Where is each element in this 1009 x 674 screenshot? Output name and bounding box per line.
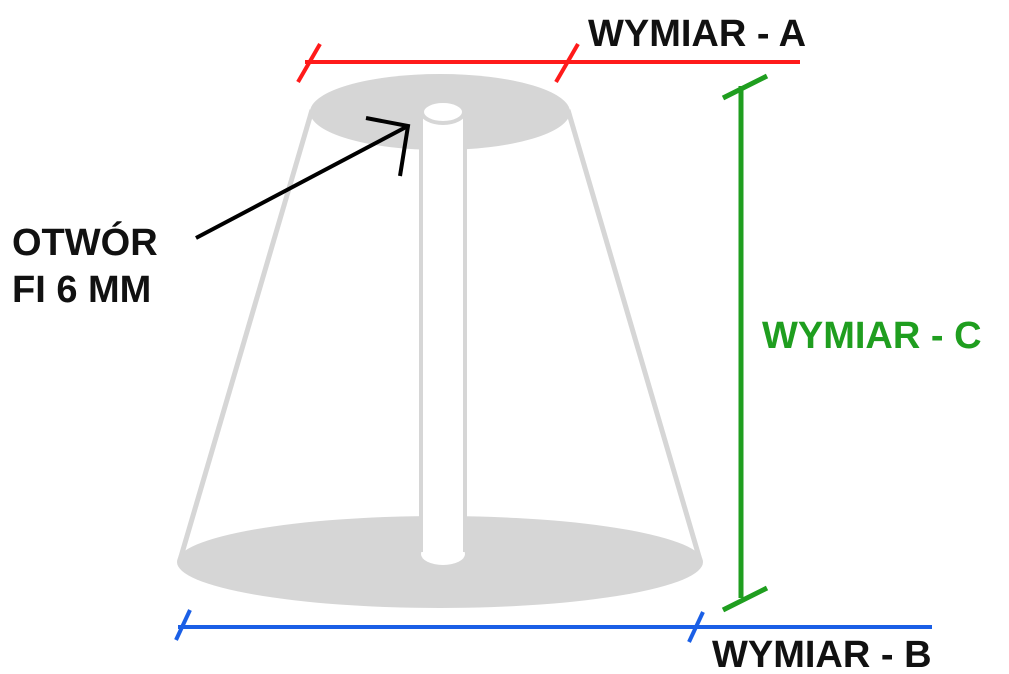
dimension-c-tick-bottom [721,585,769,613]
hole-arrow [195,116,411,240]
dimension-c-tick-top [721,73,769,101]
dimension-c-label: WYMIAR - C [762,315,982,357]
hole-label-line1: OTWÓR [12,220,158,264]
dimension-a-line [296,42,800,84]
lampshade-body [177,74,703,608]
lampshade-left-edge [177,109,315,561]
center-tube [419,99,467,565]
lampshade-right-edge [565,109,703,561]
hole-label-line2: FI 6 MM [12,269,151,311]
dimension-a-label: WYMIAR - A [588,13,806,55]
dimension-b-label: WYMIAR - B [712,634,932,674]
hole-arrow-head [365,116,411,177]
dimension-c-line [721,73,769,613]
dimension-b-tick-right [687,611,705,643]
dimension-b-line [174,609,932,643]
dimension-a-tick-right [554,42,580,84]
dimension-b-tick-left [174,609,192,641]
dimension-a-tick-left [296,42,322,84]
